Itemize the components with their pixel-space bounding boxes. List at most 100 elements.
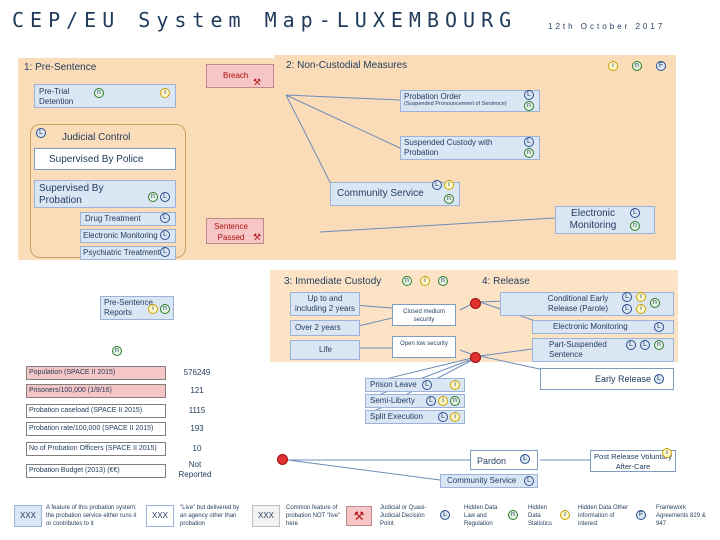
stats-icon[interactable]: n xyxy=(650,298,660,308)
law-icon[interactable]: L xyxy=(520,454,530,464)
gavel-icon: ⚒ xyxy=(253,232,262,242)
law-icon[interactable]: L xyxy=(36,128,46,138)
legend-info-text: Hidden Data Other information of interes… xyxy=(578,505,629,527)
probation-order-note: (Suspended Pronouncement of Sentence) xyxy=(404,101,507,107)
breach-node[interactable]: Breach ⚒ xyxy=(206,64,274,88)
over-2-years-node[interactable]: Over 2 years xyxy=(290,320,360,336)
law-icon[interactable]: L xyxy=(160,230,170,240)
info-icon[interactable]: i xyxy=(636,292,646,302)
electronic-monitoring-release-node[interactable]: Electronic Monitoring xyxy=(532,320,674,334)
law-icon[interactable]: L xyxy=(524,476,534,486)
closed-medium-security-node[interactable]: Closed medium security xyxy=(392,304,456,326)
law-icon[interactable]: L xyxy=(422,380,432,390)
stats-icon[interactable]: n xyxy=(524,101,534,111)
decision-point-release-1[interactable] xyxy=(470,298,481,309)
sentence-passed-node[interactable]: Sentence Passed ⚒ xyxy=(206,218,264,244)
law-icon[interactable]: L xyxy=(640,340,650,350)
suspended-custody-node[interactable]: Suspended Custody with Probation xyxy=(400,136,540,160)
law-icon[interactable]: L xyxy=(426,396,436,406)
prison-leave-node[interactable]: Prison Leave xyxy=(365,378,465,392)
stats-icon[interactable]: n xyxy=(148,192,158,202)
stat-population-label: Population (SPACE II 2015) xyxy=(26,366,166,380)
law-icon[interactable]: L xyxy=(524,90,534,100)
stats-icon[interactable]: n xyxy=(112,346,122,356)
legend-law-text: Hidden Data Law and Regulation xyxy=(464,505,498,527)
community-service-release-label: Community Service xyxy=(447,476,517,485)
stat-budget-value: Not Reported xyxy=(178,460,212,479)
pre-trial-detention-node[interactable]: Pre-Trial Detention xyxy=(34,84,176,108)
non-custodial-heading: 2: Non-Custodial Measures xyxy=(286,60,408,71)
info-icon[interactable]: i xyxy=(608,61,618,71)
open-low-security-label: Open low security xyxy=(400,341,448,347)
law-icon[interactable]: L xyxy=(622,292,632,302)
open-low-security-node[interactable]: Open low security xyxy=(392,336,456,358)
info-icon[interactable]: i xyxy=(160,88,170,98)
map-date: 12th October 2017 xyxy=(548,22,666,31)
law-icon[interactable]: L xyxy=(630,208,640,218)
law-icon[interactable]: L xyxy=(654,374,664,384)
up-to-2-years-node[interactable]: Up to and including 2 years xyxy=(290,292,360,316)
framework-icon[interactable]: F xyxy=(656,61,666,71)
drug-treatment-label: Drug Treatment xyxy=(85,214,141,223)
gavel-icon: ⚒ xyxy=(253,77,262,87)
info-icon[interactable]: i xyxy=(636,304,646,314)
electronic-monitoring-nc-node[interactable]: Electronic Monitoring xyxy=(555,206,655,234)
stat-probation-rate-value: 193 xyxy=(190,424,204,433)
law-icon[interactable]: L xyxy=(524,137,534,147)
legend-not-live-text: Common feature of probation NOT "live" h… xyxy=(286,505,341,527)
stats-icon[interactable]: n xyxy=(94,88,104,98)
law-icon[interactable]: L xyxy=(438,412,448,422)
stats-icon: n xyxy=(508,510,518,520)
law-icon[interactable]: L xyxy=(622,304,632,314)
psychiatric-treatment-node[interactable]: Psychiatric Treatment xyxy=(80,246,176,260)
law-icon[interactable]: L xyxy=(654,322,664,332)
info-icon[interactable]: i xyxy=(450,380,460,390)
stats-icon[interactable]: n xyxy=(524,148,534,158)
electronic-monitoring-pre-label: Electronic Monitoring xyxy=(83,231,158,240)
legend-decision-text: Judicial or Quasi-Judicial Decision Poin… xyxy=(380,505,427,527)
info-icon[interactable]: i xyxy=(438,396,448,406)
law-icon[interactable]: L xyxy=(160,192,170,202)
stat-prisoners-value: 121 xyxy=(190,386,204,395)
stats-icon[interactable]: n xyxy=(630,221,640,231)
split-execution-label: Split Execution xyxy=(370,412,423,421)
life-node[interactable]: Life xyxy=(290,340,360,360)
info-icon: i xyxy=(560,510,570,520)
law-icon[interactable]: L xyxy=(626,340,636,350)
info-icon[interactable]: i xyxy=(444,180,454,190)
post-release-node[interactable]: Post Release Voluntary After-Care xyxy=(590,450,676,472)
stats-icon[interactable]: n xyxy=(450,396,460,406)
electronic-monitoring-release-label: Electronic Monitoring xyxy=(553,322,628,331)
sentence-passed-label: Sentence Passed xyxy=(214,222,248,242)
conditional-early-release-node[interactable]: Conditional Early Release (Parole) xyxy=(500,292,674,316)
breach-label: Breach xyxy=(223,71,249,80)
info-icon[interactable]: i xyxy=(450,412,460,422)
stat-officers-label: No of Probation Officers (SPACE II 2015) xyxy=(26,442,166,456)
probation-order-node[interactable]: Probation Order (Suspended Pronouncement… xyxy=(400,90,540,112)
stats-icon[interactable]: n xyxy=(160,304,170,314)
community-service-release-node[interactable]: Community Service xyxy=(440,474,538,488)
stat-officers-value: 10 xyxy=(192,444,202,453)
stats-icon[interactable]: n xyxy=(438,276,448,286)
stats-icon[interactable]: n xyxy=(444,194,454,204)
stats-icon[interactable]: n xyxy=(402,276,412,286)
part-suspended-sentence-label: Part-Suspended Sentence xyxy=(549,340,607,359)
part-suspended-sentence-node[interactable]: Part-Suspended Sentence xyxy=(532,338,674,362)
electronic-monitoring-pre-node[interactable]: Electronic Monitoring xyxy=(80,229,176,243)
early-release-node[interactable]: Early Release xyxy=(540,368,674,390)
stats-icon[interactable]: n xyxy=(632,61,642,71)
law-icon[interactable]: L xyxy=(160,213,170,223)
stats-icon[interactable]: n xyxy=(654,340,664,350)
info-icon[interactable]: i xyxy=(148,304,158,314)
immediate-custody-heading: 3: Immediate Custody xyxy=(284,276,382,287)
info-icon[interactable]: i xyxy=(662,448,672,458)
decision-point-release-2[interactable] xyxy=(470,352,481,363)
conditional-early-release-label: Conditional Early Release (Parole) xyxy=(547,294,609,313)
info-icon[interactable]: i xyxy=(420,276,430,286)
decision-point-pardon[interactable] xyxy=(277,454,288,465)
legend-other-agency-text: "Live" but delivered by an agency other … xyxy=(180,505,240,527)
drug-treatment-node[interactable]: Drug Treatment xyxy=(80,212,176,226)
law-icon[interactable]: L xyxy=(160,247,170,257)
law-icon[interactable]: L xyxy=(432,180,442,190)
supervised-by-police-node[interactable]: Supervised By Police xyxy=(34,148,176,170)
